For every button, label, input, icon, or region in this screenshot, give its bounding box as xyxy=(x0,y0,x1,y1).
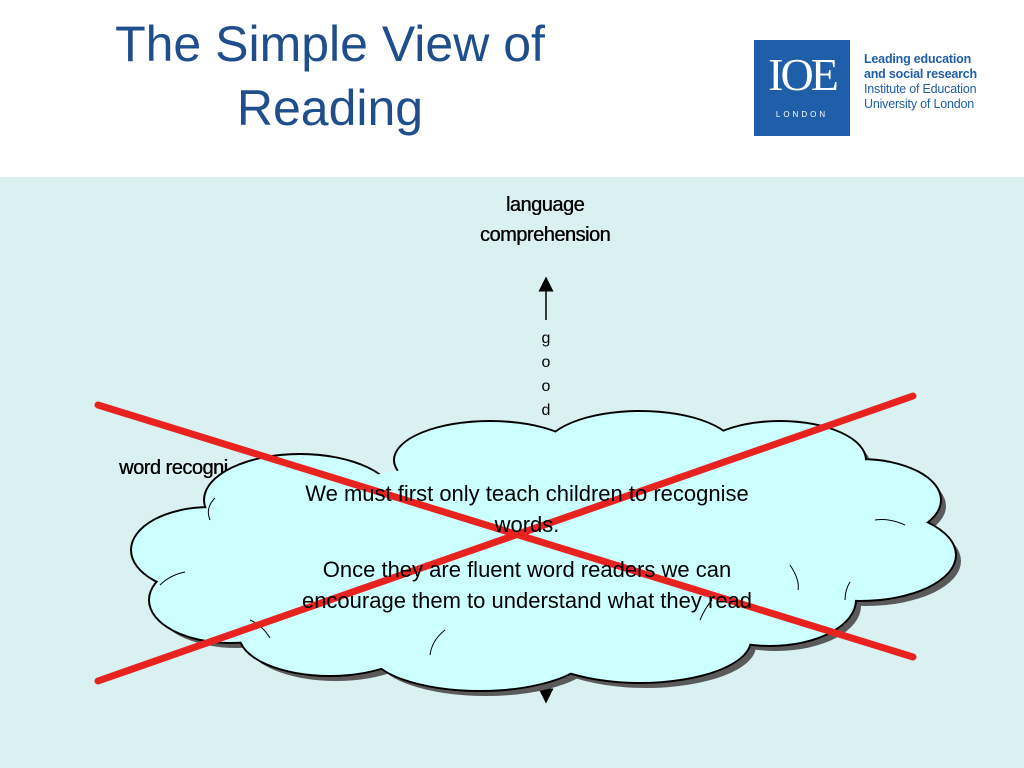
slide-title: The Simple View of Reading xyxy=(40,12,620,140)
cross-stroke-1 xyxy=(94,401,917,661)
red-cross xyxy=(94,392,917,685)
good-letter-1: g xyxy=(541,330,551,347)
slide-header xyxy=(0,0,1024,177)
cross-stroke-2 xyxy=(94,392,917,685)
callout-paragraph-2: Once they are fluent word readers we can… xyxy=(301,557,753,613)
logo-mark: IOE xyxy=(768,49,839,100)
tagline-line-3: Institute of Education xyxy=(864,82,977,96)
cloud-callout-text: We must first only teach children to rec… xyxy=(282,478,772,630)
tagline-line-4: University of London xyxy=(864,97,974,111)
callout-paragraph-1: We must first only teach children to rec… xyxy=(305,481,749,537)
word-recognition-label: word recogni xyxy=(119,457,228,479)
good-letter-3: o xyxy=(541,378,551,395)
good-letter-4: d xyxy=(541,402,551,419)
good-letter-2: o xyxy=(541,354,551,371)
logo-subtext: LONDON xyxy=(775,110,829,119)
logo-tagline: Leading education and social research In… xyxy=(864,52,1024,112)
ioe-logo: IOE LONDON xyxy=(754,40,850,136)
good-axis-label: g o o d xyxy=(539,327,553,423)
language-comprehension-label: language comprehension xyxy=(440,190,650,250)
lang-label-line-1: language xyxy=(505,194,585,216)
title-line-2: Reading xyxy=(236,80,424,136)
lang-label-line-2: comprehension xyxy=(479,224,611,246)
tagline-line-1: Leading education xyxy=(864,52,972,66)
title-line-1: The Simple View of xyxy=(115,16,545,72)
tagline-line-2: and social research xyxy=(864,67,977,81)
